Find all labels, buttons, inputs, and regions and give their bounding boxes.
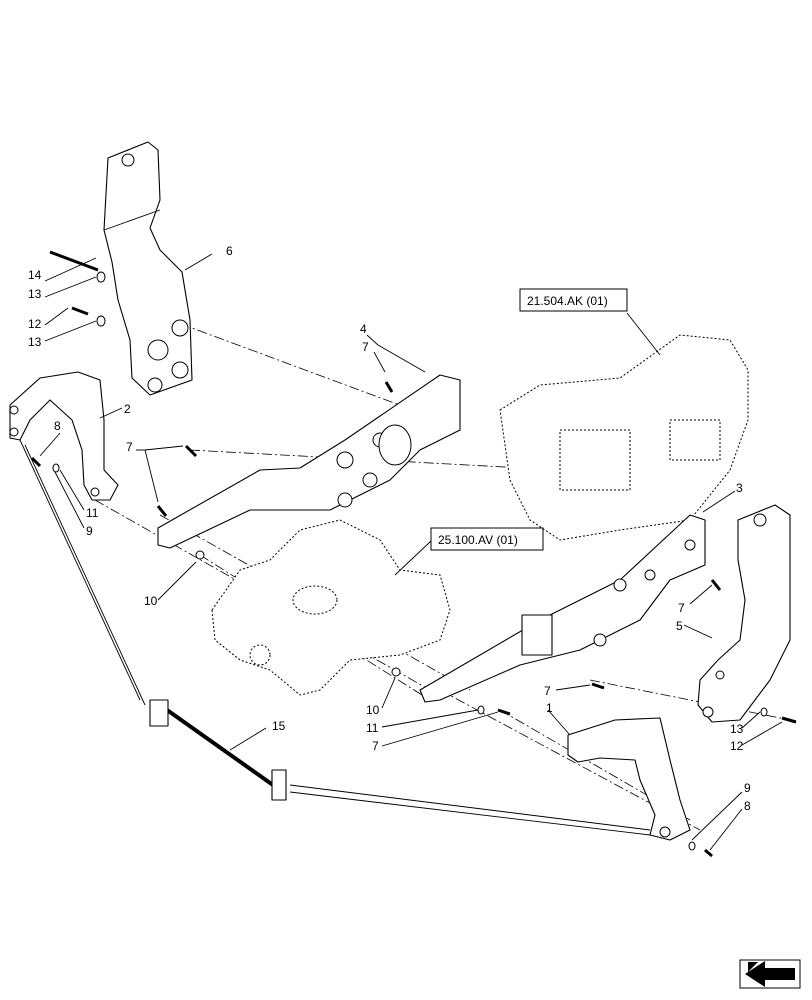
callout-11-left: 11 <box>86 506 99 520</box>
fastener-nut-10-left <box>195 550 205 560</box>
fastener-washer-13-lower <box>96 315 106 327</box>
callout-10-right: 10 <box>366 703 380 717</box>
fastener-bolt-12-right <box>781 716 797 724</box>
callout-7-top: 7 <box>362 340 369 354</box>
callout-4: 4 <box>360 322 367 336</box>
callout-3: 3 <box>736 481 743 495</box>
callout-13-right: 13 <box>730 722 744 736</box>
fastener-bolt-12-left <box>71 306 89 316</box>
callout-8-right: 8 <box>744 799 751 813</box>
fastener-bolt-8-left <box>30 456 42 468</box>
part-15-tie-rod <box>149 699 287 801</box>
fastener-bolt-7-right-lower <box>591 682 605 690</box>
part-3-right-rail <box>419 514 706 703</box>
callout-1: 1 <box>546 701 553 715</box>
fastener-bolt-7-top <box>384 381 394 393</box>
callout-13-upper: 13 <box>28 287 42 301</box>
connection-lines <box>19 439 651 836</box>
callout-leaders <box>39 253 783 851</box>
fastener-bolt-7-right-upper <box>710 579 722 591</box>
part-5-right-bracket <box>697 504 791 723</box>
callout-7-right-upper: 7 <box>678 601 685 615</box>
fastener-nut-10-right <box>391 667 401 677</box>
callout-15: 15 <box>272 719 286 733</box>
reference-front-frame[interactable]: 25.100.AV (01) <box>430 527 544 551</box>
reference-front-frame-label: 25.100.AV (01) <box>438 533 518 547</box>
callout-14: 14 <box>28 268 42 282</box>
callout-8-left: 8 <box>54 419 61 433</box>
fastener-washer-13-right <box>760 707 768 717</box>
part-6-upper-bracket <box>103 141 193 396</box>
fastener-bolt-7-bottom <box>497 708 511 716</box>
arrow-back-icon[interactable] <box>739 959 801 989</box>
fastener-bolt-7-mid <box>184 444 198 458</box>
reference-transmission-label: 21.504.AK (01) <box>527 294 608 308</box>
reference-transmission[interactable]: 21.504.AK (01) <box>519 288 628 312</box>
callout-7-bottom: 7 <box>372 739 379 753</box>
callout-5: 5 <box>676 619 683 633</box>
callout-12-left: 12 <box>28 317 42 331</box>
fastener-washer-9-left <box>52 463 60 473</box>
transmission-housing <box>499 334 749 541</box>
part-4-left-rail <box>157 374 461 549</box>
callout-7-right-lower: 7 <box>544 684 551 698</box>
fastener-washer-9-right <box>688 841 696 851</box>
fastener-washer-13-upper <box>96 271 106 283</box>
fastener-washer-11-right <box>477 705 485 715</box>
fastener-bolt-14 <box>49 250 99 272</box>
callout-2: 2 <box>124 402 131 416</box>
part-2-left-bracket <box>9 371 119 501</box>
callout-9-left: 9 <box>86 524 93 538</box>
callout-7-mid: 7 <box>126 440 133 454</box>
callout-6: 6 <box>226 244 233 258</box>
callout-12-right: 12 <box>730 739 744 753</box>
callout-9-right: 9 <box>744 781 751 795</box>
fastener-bolt-7-low <box>156 505 168 517</box>
fastener-bolt-8-right <box>704 848 713 858</box>
front-frame-casting <box>211 519 451 696</box>
callout-13-lower: 13 <box>28 335 42 349</box>
callout-11-right: 11 <box>366 721 379 735</box>
callout-10-left: 10 <box>144 594 158 608</box>
